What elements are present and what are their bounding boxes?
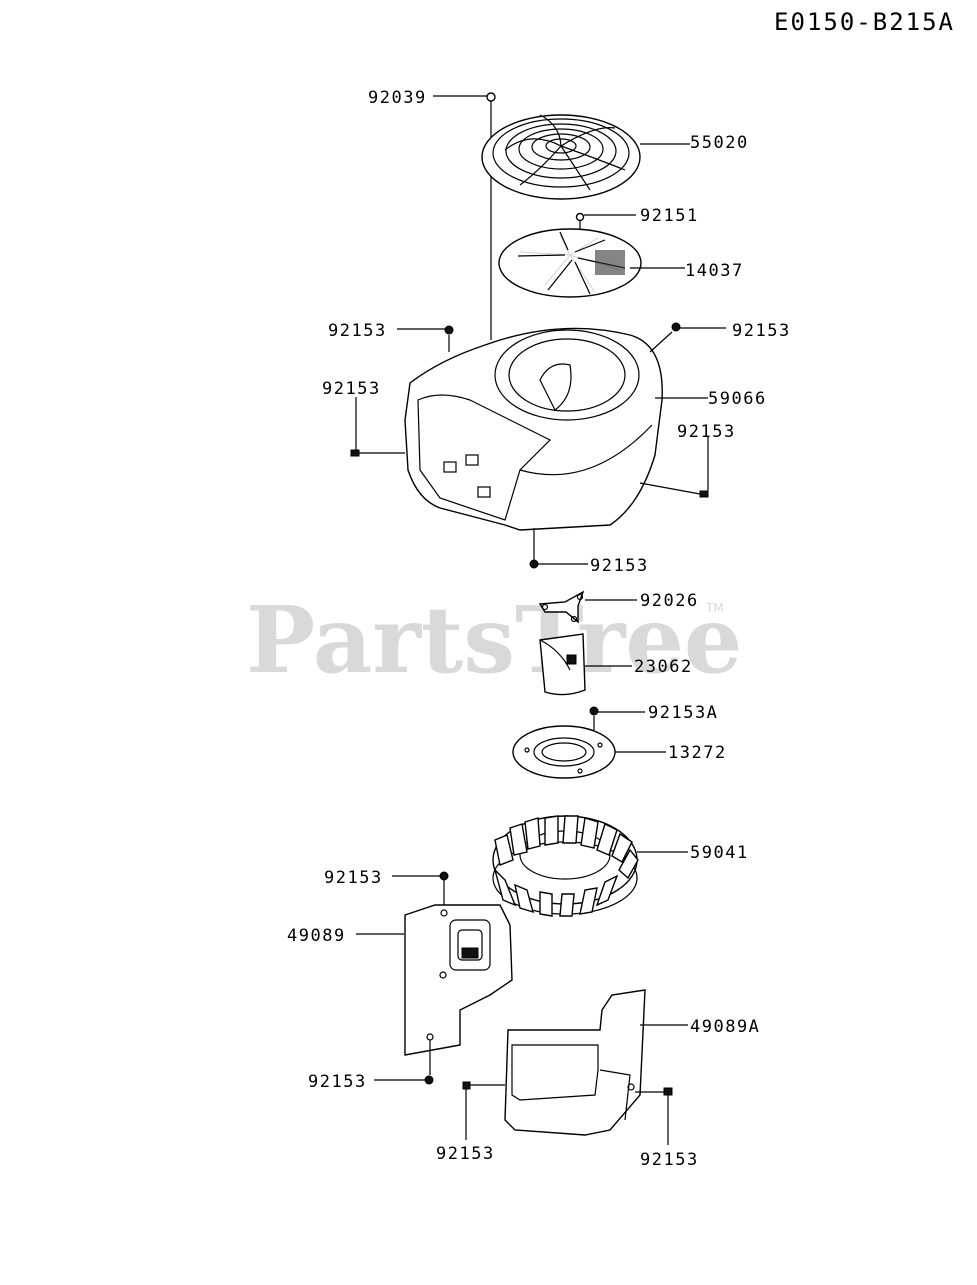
- label-13272: 13272: [668, 743, 727, 763]
- label-92153A: 92153A: [648, 703, 718, 723]
- label-92151: 92151: [640, 206, 699, 226]
- part-92153-bolt-lower-left[interactable]: [462, 1081, 505, 1140]
- label-59041: 59041: [690, 843, 749, 863]
- label-49089A: 49089A: [690, 1017, 760, 1037]
- part-92153-bolt-cover-bottom[interactable]: [374, 1040, 434, 1085]
- part-92153-bolt-top-left[interactable]: [397, 325, 454, 352]
- label-49089: 49089: [287, 926, 346, 946]
- label-92153-cover-bottom: 92153: [308, 1072, 367, 1092]
- part-55020-screen[interactable]: [481, 114, 690, 200]
- label-92153-top-right: 92153: [732, 321, 791, 341]
- part-23062-guide[interactable]: [539, 633, 632, 696]
- diagram-code: E0150-B215A: [774, 8, 955, 36]
- label-92153-cover-top: 92153: [324, 868, 383, 888]
- part-59041-fan[interactable]: [492, 815, 688, 917]
- part-49089-cover[interactable]: [356, 904, 513, 1056]
- label-92026: 92026: [640, 591, 699, 611]
- part-92026-plate[interactable]: [538, 590, 637, 624]
- label-92153-right: 92153: [677, 422, 736, 442]
- part-92153-bolt-lower-right[interactable]: [635, 1087, 673, 1145]
- part-13272-plate[interactable]: [512, 725, 666, 779]
- label-23062: 23062: [634, 657, 693, 677]
- part-59066-housing[interactable]: [404, 327, 708, 531]
- label-59066: 59066: [708, 389, 767, 409]
- label-92153-bottom: 92153: [590, 556, 649, 576]
- label-92039: 92039: [368, 88, 427, 108]
- label-55020: 55020: [690, 133, 749, 153]
- part-92153-bolt-cover-top[interactable]: [392, 871, 449, 905]
- watermark: PartsTree: [246, 586, 742, 694]
- part-92151-screw[interactable]: [575, 212, 637, 233]
- part-49089A-cover[interactable]: [504, 989, 688, 1136]
- label-92153-lower-right: 92153: [640, 1150, 699, 1170]
- part-92039-bolt[interactable]: [433, 92, 496, 340]
- label-92153-lower-left: 92153: [436, 1144, 495, 1164]
- part-92153-bolt-bottom[interactable]: [529, 528, 588, 569]
- part-92153A-bolt[interactable]: [589, 706, 645, 730]
- label-92153-top-left: 92153: [328, 321, 387, 341]
- part-92153-bolt-top-right[interactable]: [649, 322, 726, 353]
- watermark-trademark: TM: [705, 601, 724, 615]
- part-14037-disc[interactable]: [498, 228, 685, 298]
- label-14037: 14037: [685, 261, 744, 281]
- label-92153-left: 92153: [322, 379, 381, 399]
- part-92153-bolt-left[interactable]: [350, 397, 405, 457]
- part-92153-bolt-right[interactable]: [639, 437, 709, 498]
